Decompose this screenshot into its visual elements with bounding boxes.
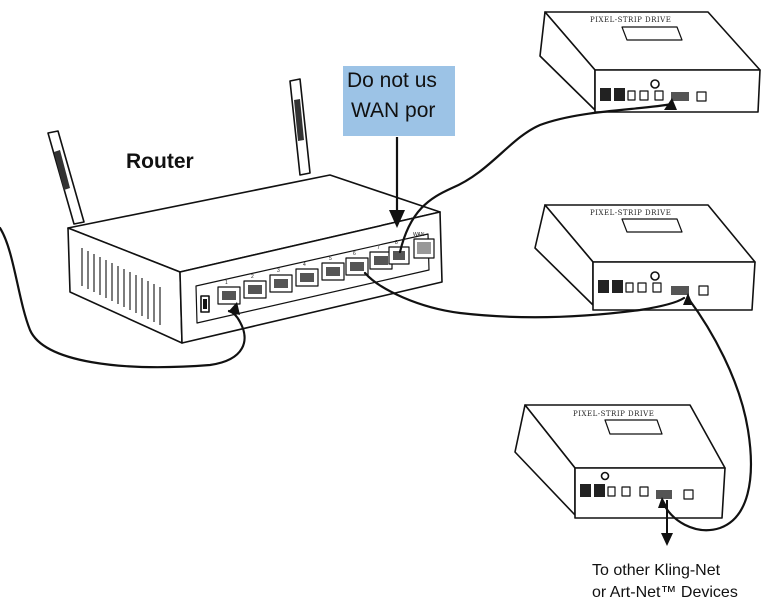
port-number-6: 6 [353, 251, 356, 257]
cable-router-to-driver-2 [363, 271, 686, 319]
router-wan-port [413, 238, 435, 259]
wan-warning-arrow [389, 137, 405, 228]
callout-line-2: WAN por [351, 99, 436, 122]
driver-1-label: PIXEL-STRIP DRIVE [590, 16, 671, 24]
driver-3-label: PIXEL-STRIP DRIVE [573, 410, 654, 418]
output-note: To other Kling-Net or Art-Net™ Devices [592, 560, 738, 604]
router-lan-ports [217, 246, 410, 305]
pixel-strip-driver-3: PIXEL-STRIP DRIVE [514, 404, 726, 519]
router-arrowhead [228, 302, 240, 315]
port-number-1: 1 [225, 280, 228, 286]
port-number-8: 8 [395, 240, 398, 246]
driver-2-label: PIXEL-STRIP DRIVE [590, 209, 671, 217]
port-number-2: 2 [251, 274, 254, 280]
driver-1-arrowhead [664, 98, 677, 110]
router-antenna-right [289, 78, 311, 176]
pixel-strip-driver-1: PIXEL-STRIP DRIVE [539, 11, 761, 113]
wan-warning-callout: Do not us WAN por [343, 66, 455, 136]
pixel-strip-driver-2: PIXEL-STRIP DRIVE [534, 204, 756, 311]
router-antenna-left [47, 130, 85, 225]
port-number-5: 5 [329, 256, 332, 262]
cable-incoming [0, 226, 246, 369]
driver-3-arrowhead [658, 497, 668, 508]
router-title: Router [126, 150, 194, 173]
driver-2-arrowhead [683, 293, 693, 305]
port-number-4: 4 [303, 262, 306, 268]
output-note-line-2: or Art-Net™ Devices [592, 584, 738, 601]
wan-port-label: WAN [413, 232, 425, 238]
cable-driver-2-to-driver-3 [661, 296, 752, 532]
output-arrow [661, 500, 673, 546]
callout-line-1: Do not us [347, 69, 437, 92]
cable-router-to-driver-1 [398, 102, 674, 254]
output-note-line-1: To other Kling-Net [592, 562, 721, 579]
port-number-7: 7 [377, 245, 380, 251]
port-number-3: 3 [277, 268, 280, 274]
